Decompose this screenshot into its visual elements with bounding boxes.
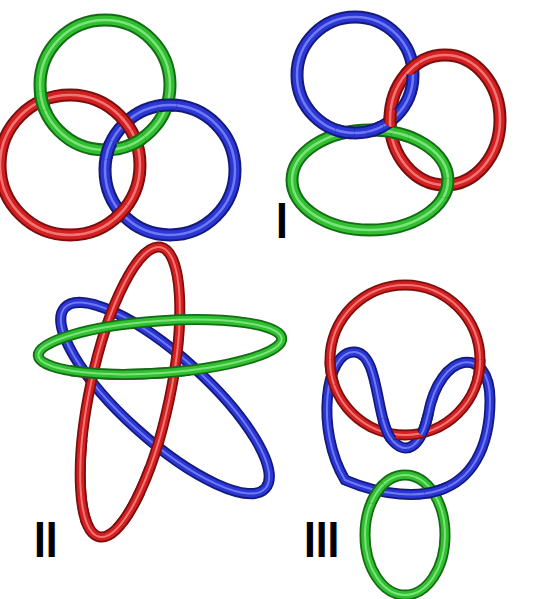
green-ring-over	[40, 20, 170, 150]
blue-loop-over	[327, 352, 490, 494]
blue-ring-over	[297, 17, 413, 133]
green-ring	[292, 130, 448, 230]
figure-label: III	[304, 515, 339, 565]
blue-ring-over	[105, 105, 235, 235]
red-ring-over	[390, 55, 500, 185]
figure-label: I	[276, 196, 288, 246]
green-ring	[40, 20, 170, 150]
blue-loop-over	[327, 352, 490, 494]
red-ring	[0, 95, 140, 235]
red-ring-over	[330, 285, 480, 435]
red-ring	[60, 239, 200, 545]
red-ring-over	[0, 95, 140, 235]
green-ring-over	[70, 355, 190, 381]
green-ring	[36, 313, 283, 382]
red-ring-over	[80, 440, 145, 525]
green-ring-over	[365, 475, 445, 595]
red-ring	[330, 285, 480, 435]
figure-label: II	[34, 515, 58, 565]
green-ring-over	[292, 130, 448, 230]
blue-ring-over	[200, 300, 275, 345]
